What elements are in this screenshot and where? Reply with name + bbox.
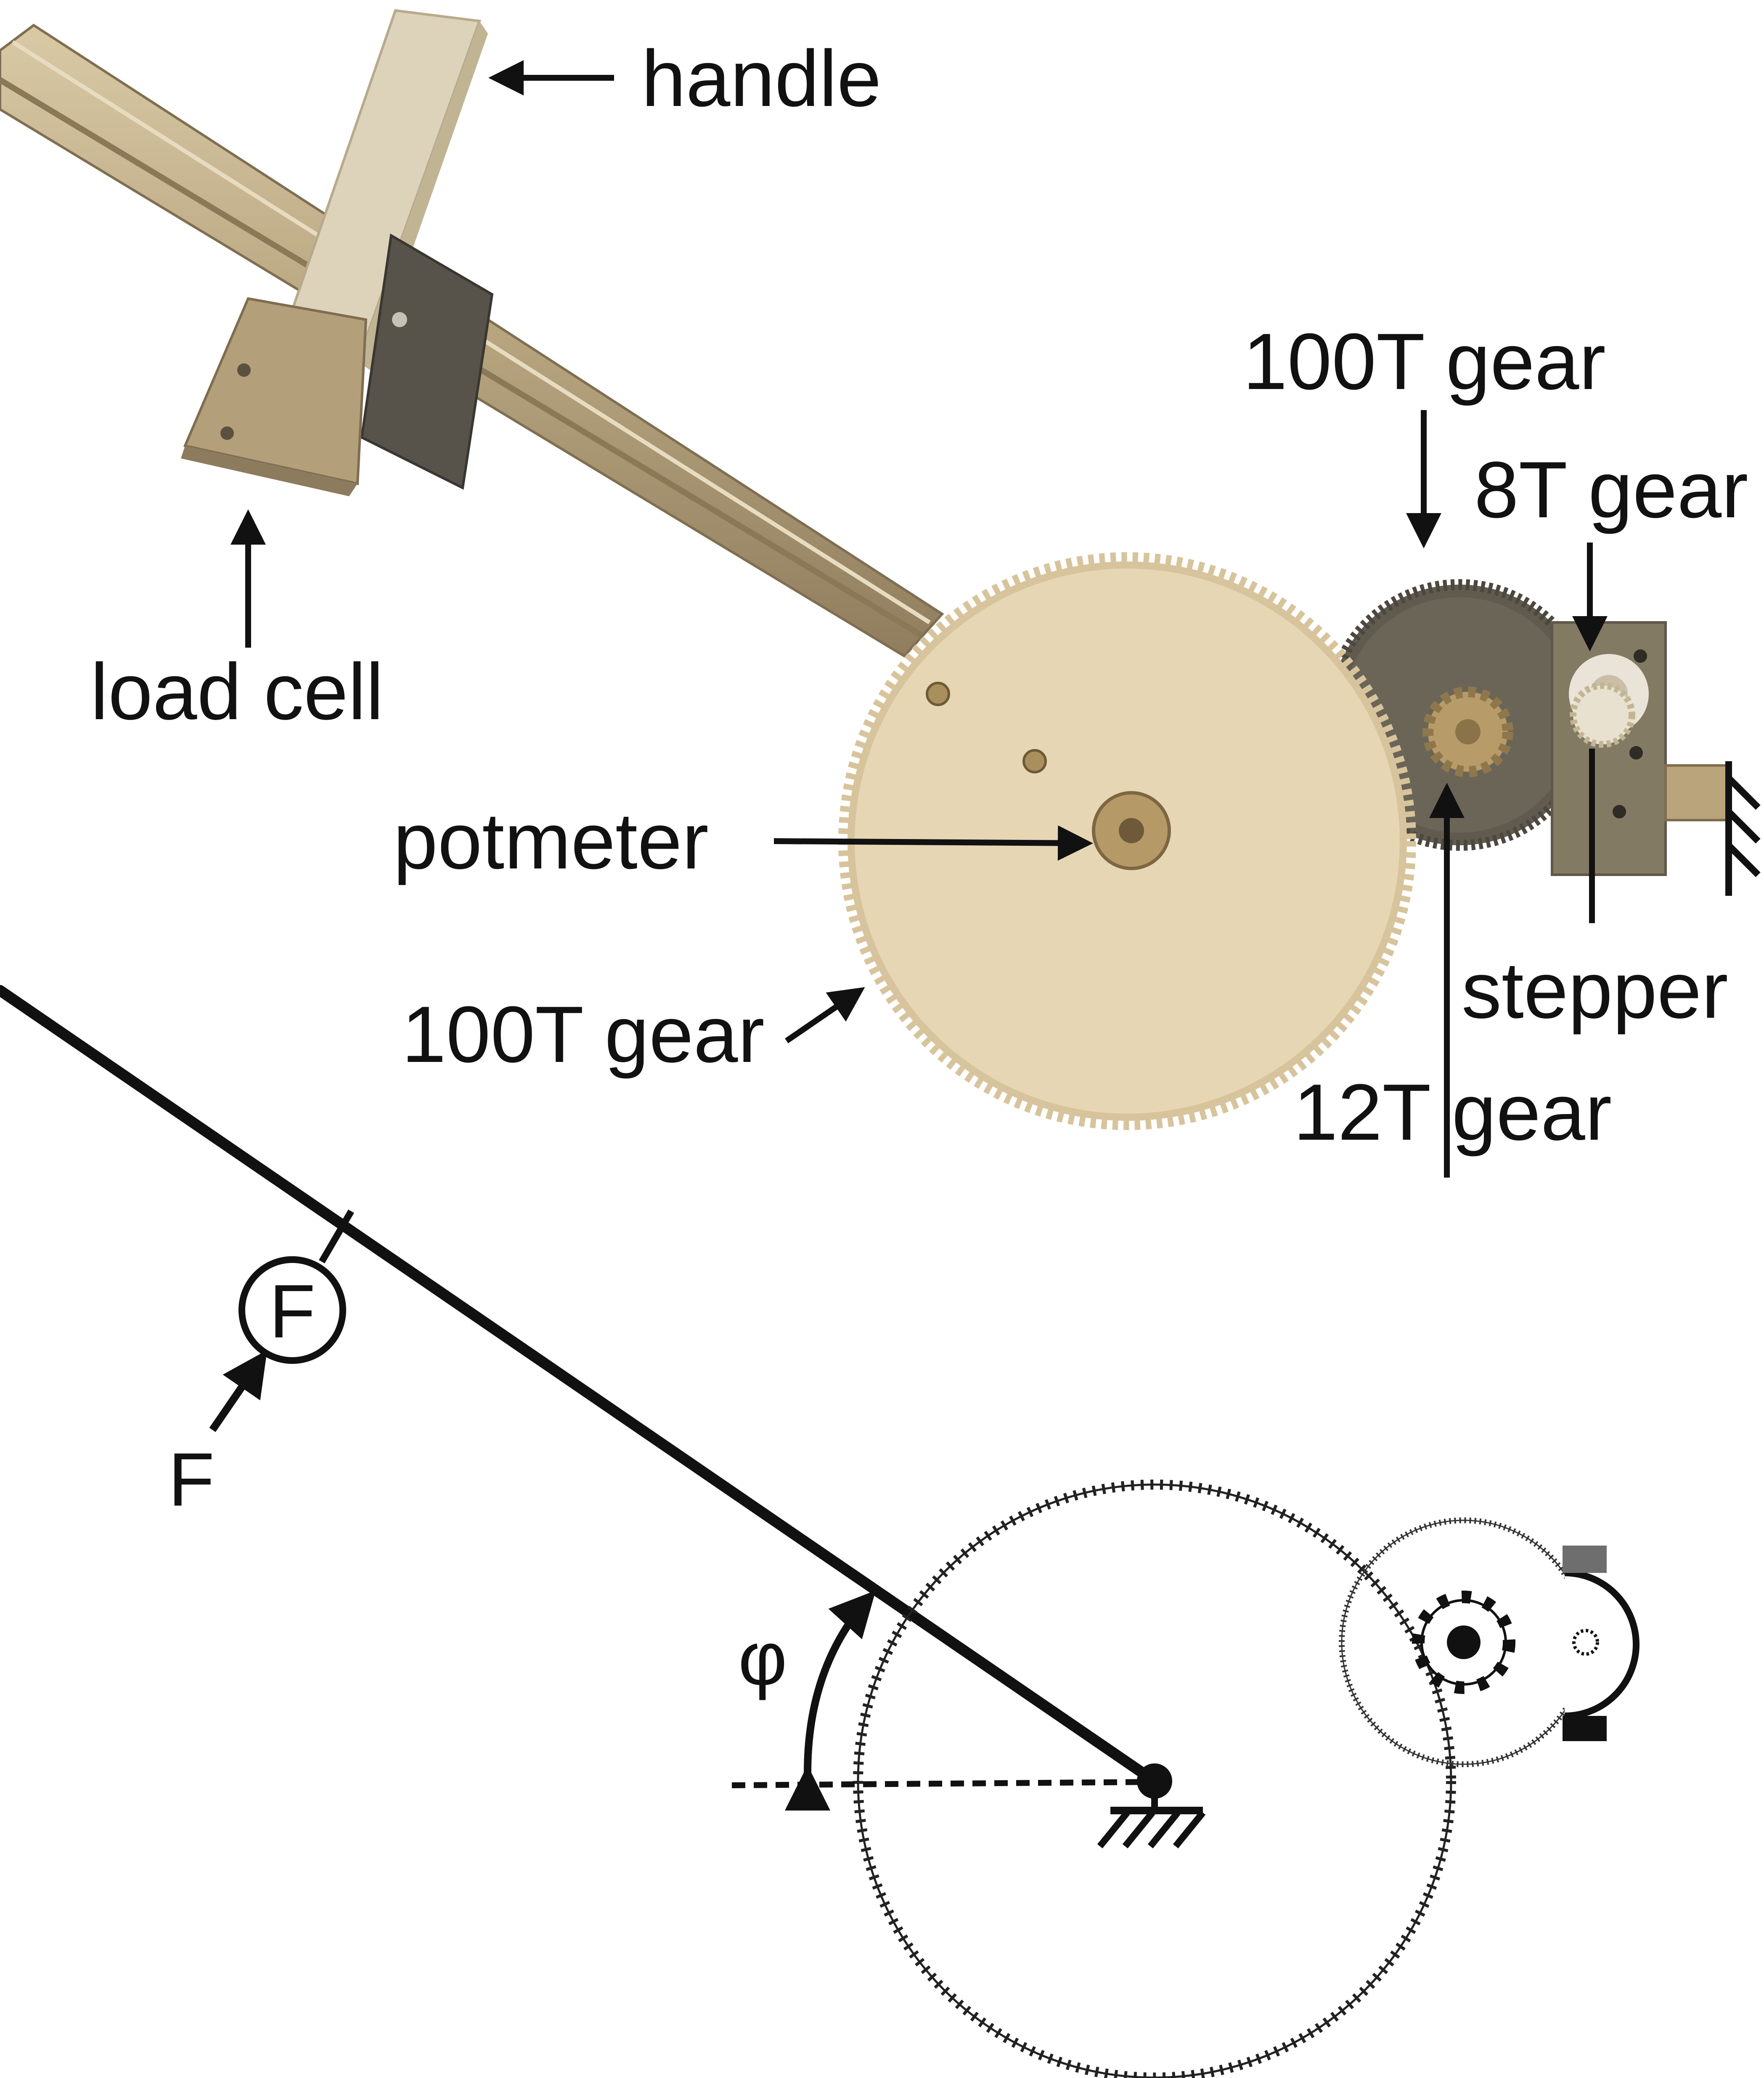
label-100t-gear-main: 100T gear bbox=[402, 990, 765, 1079]
pivot-ground bbox=[1097, 1763, 1206, 1849]
photo-illustration bbox=[0, 9, 1761, 1130]
load-cell-part bbox=[181, 233, 494, 496]
label-handle: handle bbox=[641, 34, 882, 123]
label-100t-gear-top: 100T gear bbox=[1243, 317, 1606, 406]
12t-gear-part bbox=[1422, 686, 1513, 777]
label-8t-gear: 8T gear bbox=[1474, 445, 1748, 535]
force-arrow bbox=[209, 1350, 268, 1432]
schematic-12t-gear bbox=[1412, 1591, 1515, 1694]
force-label: F bbox=[168, 1437, 215, 1522]
angle-label: φ bbox=[738, 1616, 787, 1701]
stepper-housing bbox=[1551, 621, 1730, 876]
label-load-cell: load cell bbox=[90, 647, 384, 736]
schematic-stepper bbox=[1563, 1546, 1640, 1741]
reference-line bbox=[731, 1779, 1155, 1788]
force-sensor-label: F bbox=[269, 1269, 315, 1354]
label-stepper: stepper bbox=[1462, 946, 1728, 1035]
ground-hatch-top bbox=[1725, 761, 1761, 896]
photo-annotations: handle load cell 100T gear 8T gear potme… bbox=[90, 34, 1748, 1178]
label-12t-gear: 12T gear bbox=[1293, 1068, 1612, 1157]
force-sensor-symbol bbox=[238, 1256, 346, 1364]
angle-arc bbox=[784, 1590, 876, 1811]
8t-gear-part bbox=[1570, 682, 1635, 748]
label-potmeter: potmeter bbox=[393, 797, 709, 886]
schematic: F F φ bbox=[0, 985, 1640, 2078]
main-100t-gear bbox=[838, 552, 1416, 1130]
schematic-lever bbox=[0, 985, 1160, 1787]
